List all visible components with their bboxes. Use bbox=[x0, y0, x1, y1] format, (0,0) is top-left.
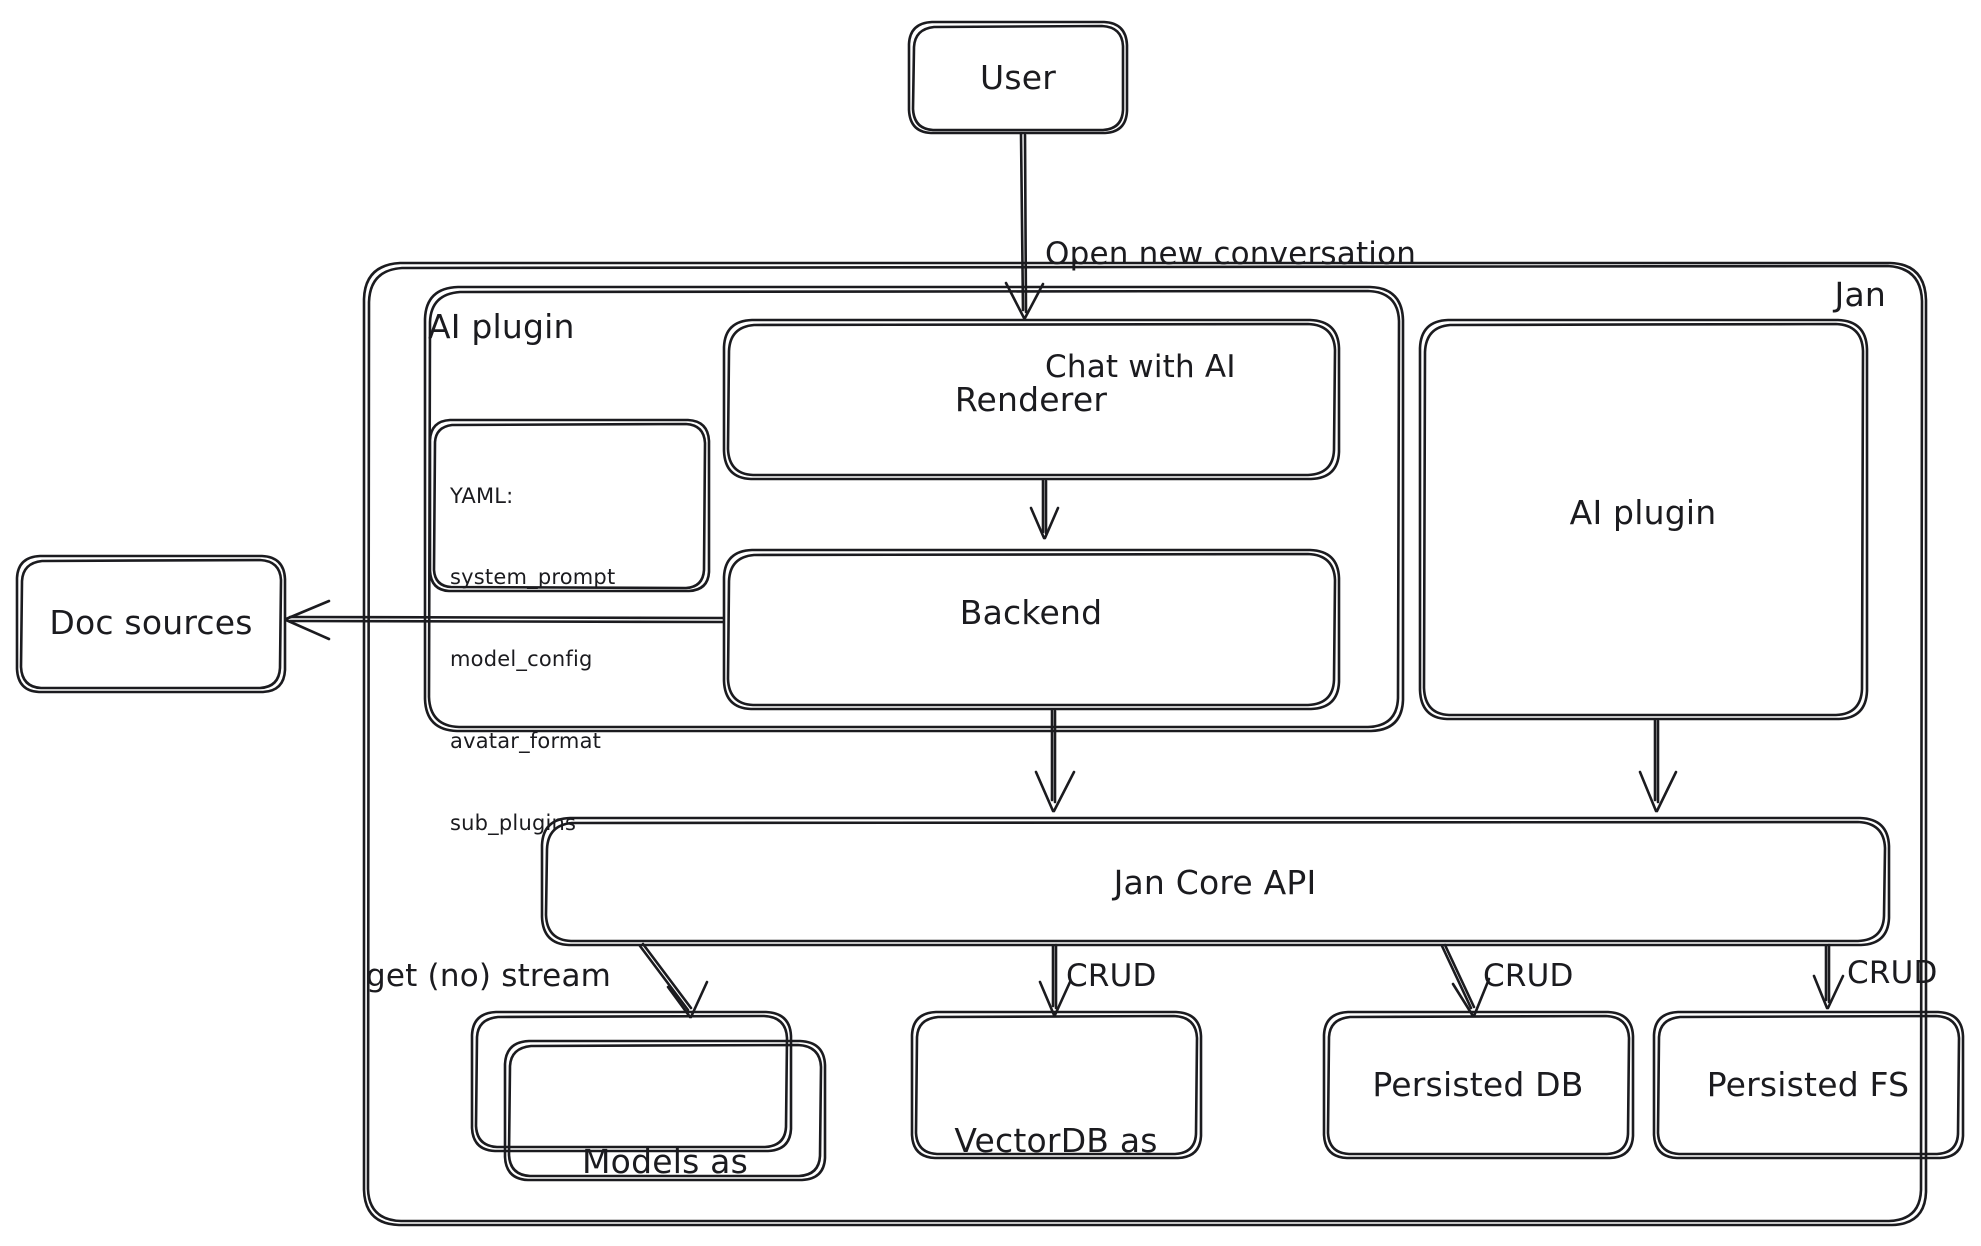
edge-label-user-to-renderer: Open new conversation Chat with AI bbox=[1045, 160, 1416, 463]
node-doc-sources[interactable]: Doc sources bbox=[49, 603, 253, 642]
edge-label-crud-vectordb: CRUD bbox=[1066, 958, 1157, 994]
node-vectordb-as-plugin-line1: VectorDB as bbox=[954, 1120, 1158, 1160]
yaml-note-line-2: model_config bbox=[450, 647, 593, 672]
edge-label-user-to-renderer-line2: Chat with AI bbox=[1045, 349, 1236, 386]
edge-label-user-to-renderer-line1: Open new conversation bbox=[1045, 235, 1417, 272]
yaml-note: YAML: system_prompt model_config avatar_… bbox=[450, 428, 615, 892]
node-user[interactable]: User bbox=[979, 58, 1057, 97]
edge-label-crud-persisted-db: CRUD bbox=[1483, 958, 1574, 994]
node-persisted-fs[interactable]: Persisted FS bbox=[1706, 1065, 1910, 1104]
node-models-as-plugin-line1: Models as bbox=[582, 1141, 748, 1181]
yaml-note-line-1: system_prompt bbox=[450, 565, 616, 590]
container-label-jan: Jan bbox=[1834, 275, 1886, 314]
edge-label-crud-persisted-fs: CRUD bbox=[1847, 955, 1938, 991]
node-models-as-plugin[interactable]: Models as plugin bbox=[582, 1061, 748, 1246]
node-backend[interactable]: Backend bbox=[959, 593, 1103, 632]
yaml-note-line-3: avatar_format bbox=[450, 729, 602, 754]
yaml-note-line-4: sub_plugins bbox=[450, 811, 577, 836]
node-vectordb-as-plugin[interactable]: VectorDB as plugin bbox=[954, 1040, 1157, 1246]
node-persisted-db[interactable]: Persisted DB bbox=[1372, 1065, 1584, 1104]
edge-label-get-no-stream: get (no) stream bbox=[366, 958, 612, 994]
node-ai-plugin-right[interactable]: AI plugin bbox=[1569, 493, 1717, 532]
node-vectordb-as-plugin-line2: plugin bbox=[954, 1241, 1157, 1246]
yaml-note-title: YAML: bbox=[450, 483, 514, 508]
container-label-ai-plugin-group: AI plugin bbox=[428, 307, 575, 346]
node-jan-core-api[interactable]: Jan Core API bbox=[1113, 863, 1317, 902]
node-renderer[interactable]: Renderer bbox=[954, 380, 1108, 419]
